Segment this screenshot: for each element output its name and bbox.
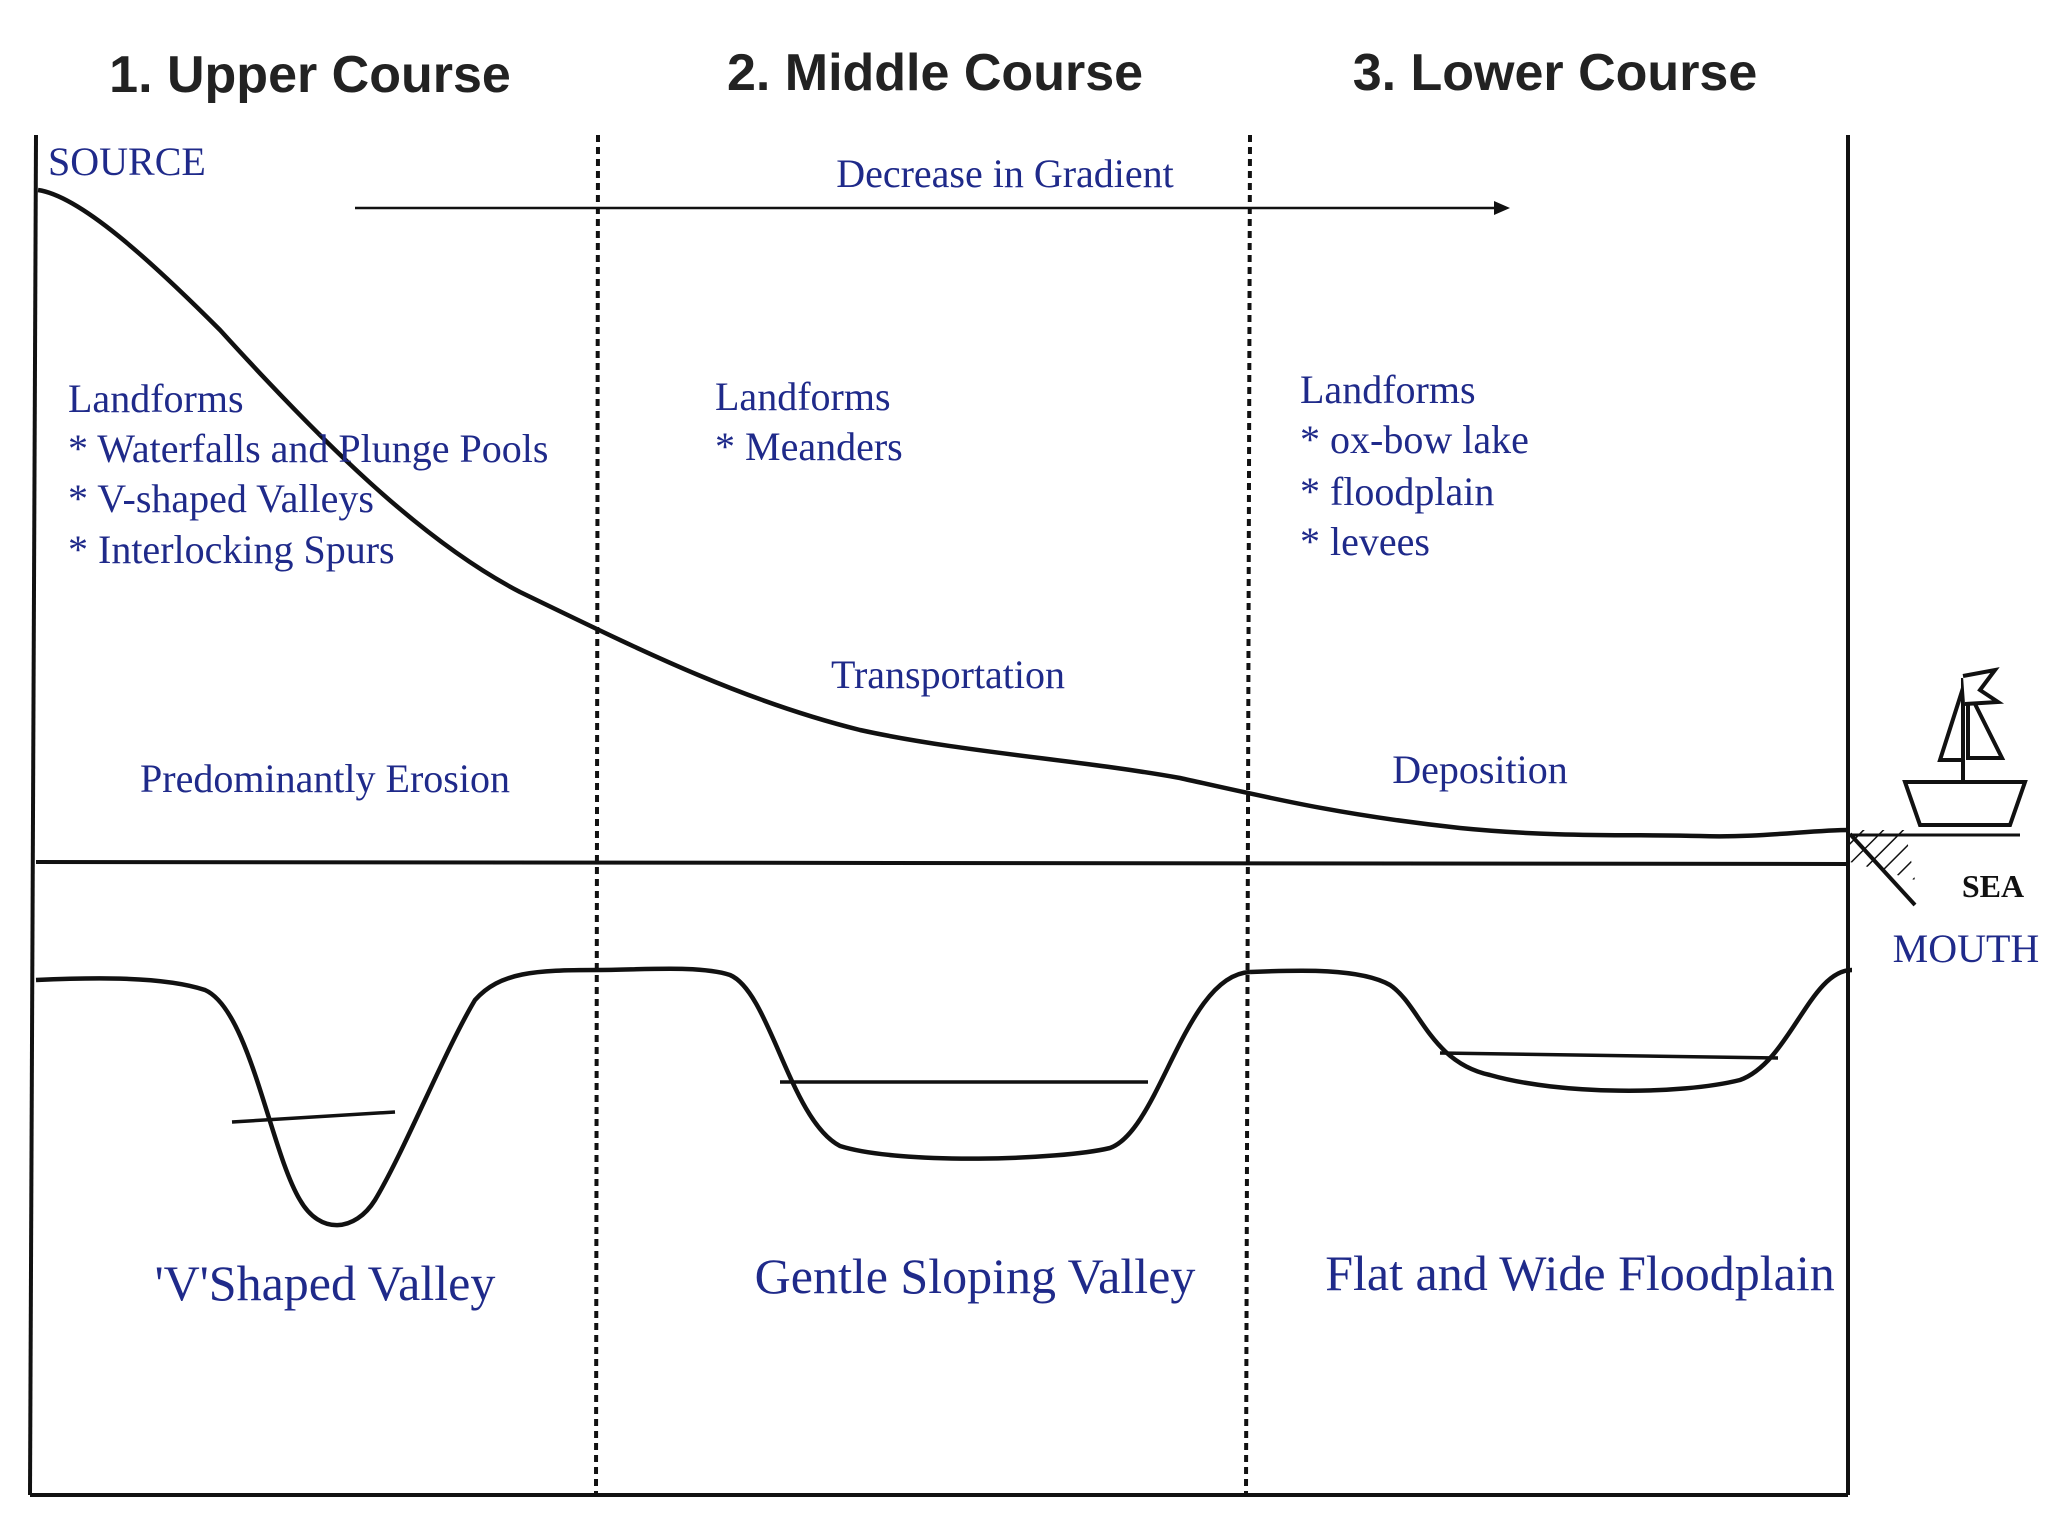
mouth-label: MOUTH xyxy=(1893,926,2040,971)
divider-upper-middle xyxy=(594,134,600,1496)
diagram-frame xyxy=(28,134,1850,1497)
lower-landform-item: * floodplain xyxy=(1300,469,1494,514)
river-long-profile xyxy=(37,187,1851,839)
upper-process-label: Predominantly Erosion xyxy=(140,756,510,801)
source-label: SOURCE xyxy=(48,139,206,184)
upper-landform-item: * V-shaped Valleys xyxy=(68,476,374,521)
upper-landforms: Landforms * Waterfalls and Plunge Pools … xyxy=(68,376,548,572)
frame-left-edge xyxy=(28,134,38,1496)
lower-landforms: Landforms * ox-bow lake * floodplain * l… xyxy=(1300,367,1529,564)
middle-landforms: Landforms * Meanders xyxy=(715,374,903,469)
sea-label: SEA xyxy=(1962,868,2024,904)
heading-upper-course: 1. Upper Course xyxy=(109,46,511,104)
gentle-valley-profile xyxy=(597,966,1251,1161)
v-shaped-valley-profile xyxy=(35,967,599,1228)
lower-process-label: Deposition xyxy=(1392,747,1568,792)
lower-landform-item: * levees xyxy=(1300,519,1430,564)
sailing-ship-icon xyxy=(1902,667,2028,827)
heading-middle-course: 2. Middle Course xyxy=(727,44,1143,102)
gradient-label: Decrease in Gradient xyxy=(836,151,1174,196)
middle-landform-item: * Meanders xyxy=(715,424,903,469)
divider-middle-lower xyxy=(1244,134,1252,1496)
upper-landforms-title: Landforms xyxy=(68,376,244,421)
sea-level-line xyxy=(35,860,1849,866)
floodplain-water-line xyxy=(1439,1051,1779,1060)
upper-valley-caption: 'V'Shaped Valley xyxy=(155,1255,496,1311)
middle-valley-caption: Gentle Sloping Valley xyxy=(755,1248,1196,1304)
middle-process-label: Transportation xyxy=(831,652,1065,697)
section-dividers xyxy=(594,134,1252,1496)
river-mouth-hatch xyxy=(1848,830,2020,907)
valley-cross-sections xyxy=(35,966,1853,1228)
upper-landform-item: * Waterfalls and Plunge Pools xyxy=(68,426,548,471)
lower-valley-caption: Flat and Wide Floodplain xyxy=(1325,1245,1835,1301)
upper-landform-item: * Interlocking Spurs xyxy=(68,527,395,572)
heading-lower-course: 3. Lower Course xyxy=(1353,44,1758,102)
arrow-head-icon xyxy=(1494,201,1510,215)
lower-landform-item: * ox-bow lake xyxy=(1300,417,1529,462)
v-valley-water-line xyxy=(231,1110,396,1124)
lower-landforms-title: Landforms xyxy=(1300,367,1476,412)
floodplain-profile xyxy=(1249,967,1853,1093)
middle-landforms-title: Landforms xyxy=(715,374,891,419)
gradient-arrow xyxy=(355,201,1510,215)
